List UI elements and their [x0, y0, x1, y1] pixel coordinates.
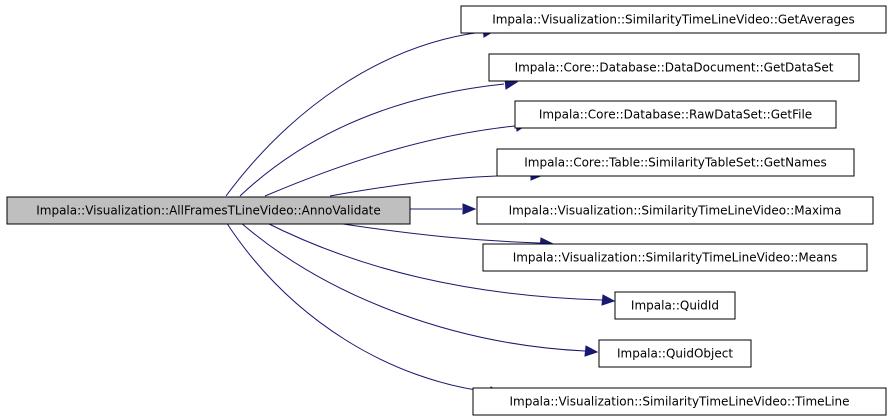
edge-getaverages: [225, 31, 483, 197]
edge-means: [329, 221, 541, 244]
edge-quidobject-arrowhead: [584, 345, 599, 357]
root-node[interactable]: Impala::Visualization::AllFramesTLineVid…: [6, 196, 411, 225]
edge-quidid-arrowhead: [601, 294, 616, 306]
callee-node-getdataset-label: Impala::Core::Database::DataDocument::Ge…: [515, 61, 834, 75]
callee-node-getnames-label: Impala::Core::Table::SimilarityTableSet:…: [524, 156, 827, 170]
callee-node-means-label: Impala::Visualization::SimilarityTimeLin…: [513, 251, 838, 265]
edge-quidobject: [239, 221, 586, 352]
callee-node-means[interactable]: Impala::Visualization::SimilarityTimeLin…: [482, 243, 868, 272]
callee-node-getdataset-box: [488, 53, 860, 82]
callee-node-quidobject-box: [598, 339, 752, 368]
callee-node-quidid-label: Impala::QuidId: [631, 299, 719, 313]
edge-maxima-arrowhead: [462, 203, 477, 215]
callee-node-getdataset[interactable]: Impala::Core::Database::DataDocument::Ge…: [488, 53, 860, 82]
callee-node-getaverages[interactable]: Impala::Visualization::SimilarityTimeLin…: [460, 5, 887, 34]
edge-getfile: [264, 125, 516, 197]
callee-node-getaverages-box: [460, 5, 887, 34]
callee-node-timeline-box: [472, 387, 887, 416]
callee-node-getfile[interactable]: Impala::Core::Database::RawDataSet::GetF…: [514, 100, 837, 129]
edge-getnames: [329, 174, 531, 197]
callee-node-quidid[interactable]: Impala::QuidId: [614, 291, 736, 320]
callee-node-maxima-label: Impala::Visualization::SimilarityTimeLin…: [509, 204, 842, 218]
callee-node-means-box: [482, 243, 868, 272]
callee-node-maxima-box: [476, 196, 874, 225]
root-node-box: [6, 196, 411, 225]
callee-node-getnames-box: [496, 148, 855, 177]
callee-node-getaverages-label: Impala::Visualization::SimilarityTimeLin…: [492, 13, 855, 27]
call-nodes: Impala::Visualization::AllFramesTLineVid…: [6, 5, 887, 416]
edge-timeline: [225, 221, 491, 393]
callee-node-quidobject[interactable]: Impala::QuidObject: [598, 339, 752, 368]
callee-node-timeline[interactable]: Impala::Visualization::SimilarityTimeLin…: [472, 387, 887, 416]
callee-node-quidid-box: [614, 291, 736, 320]
edge-quidid: [264, 221, 603, 301]
callee-node-getfile-box: [514, 100, 837, 129]
callee-node-timeline-label: Impala::Visualization::SimilarityTimeLin…: [509, 395, 849, 409]
callee-node-getfile-label: Impala::Core::Database::RawDataSet::GetF…: [539, 108, 812, 122]
callee-node-quidobject-label: Impala::QuidObject: [617, 347, 733, 361]
callee-node-maxima[interactable]: Impala::Visualization::SimilarityTimeLin…: [476, 196, 874, 225]
callee-node-getnames[interactable]: Impala::Core::Table::SimilarityTableSet:…: [496, 148, 855, 177]
root-node-label: Impala::Visualization::AllFramesTLineVid…: [36, 204, 381, 218]
edge-getdataset: [239, 83, 505, 197]
